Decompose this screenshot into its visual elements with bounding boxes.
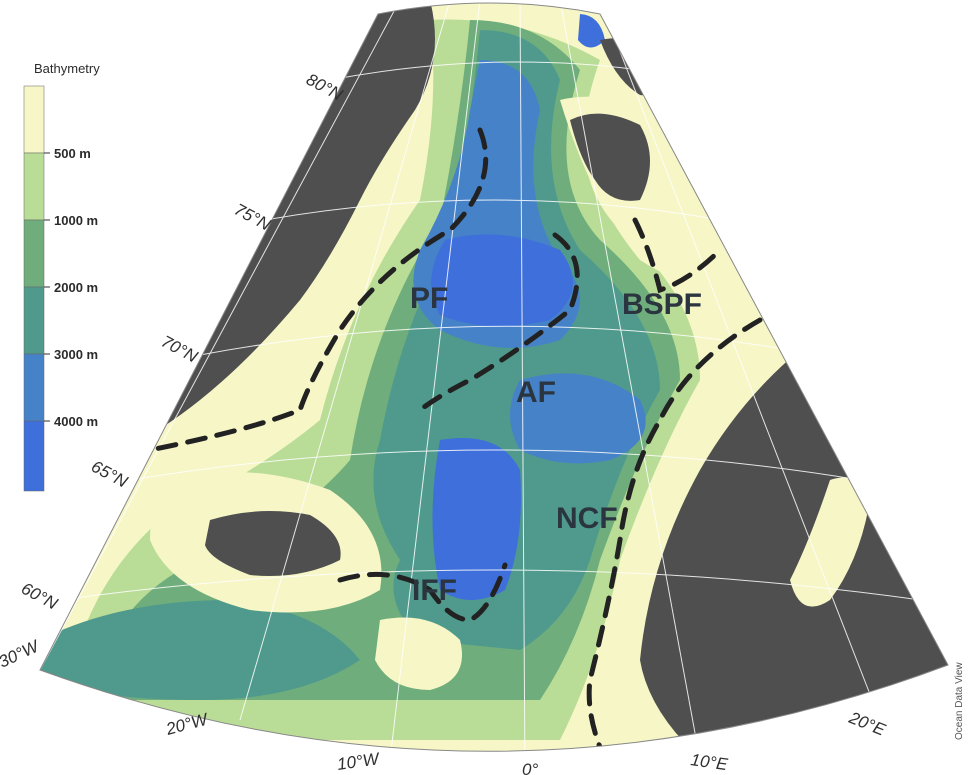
- gulf-of-bothnia: [790, 477, 870, 607]
- legend-title: Bathymetry: [34, 61, 100, 76]
- lon-label-30w: 30°W: [0, 636, 43, 672]
- lon-label-0: 0°: [522, 760, 538, 775]
- lofoten-basin: [510, 373, 646, 464]
- legend-swatch-3000: [23, 353, 45, 422]
- svalbard-land: [570, 113, 650, 201]
- iff-line: [337, 562, 508, 623]
- ocean-data-view-credit: Ocean Data View: [954, 662, 965, 740]
- legend-ticks: [44, 152, 50, 422]
- lat-label-70: 70°N: [158, 332, 201, 367]
- north-strait-deep: [578, 14, 605, 48]
- legend-swatch-4000: [23, 420, 45, 492]
- lat-label-65: 65°N: [88, 457, 131, 492]
- legend-label-1000: 1000 m: [54, 213, 98, 228]
- legend-label-500: 500 m: [54, 146, 91, 161]
- greenland-abyss: [431, 234, 573, 327]
- legend-label-3000: 3000 m: [54, 347, 98, 362]
- front-label-ncf: NCF: [556, 502, 618, 535]
- legend-label-2000: 2000 m: [54, 280, 98, 295]
- legend-swatch-1000: [23, 219, 45, 288]
- legend-swatch-shelf: [23, 85, 45, 154]
- bspf-line: [632, 217, 723, 294]
- iceland-land: [205, 511, 341, 576]
- southwest-deep-band: [40, 600, 360, 700]
- legend-colorbar: [23, 85, 45, 492]
- front-lines: [147, 127, 763, 752]
- lon-label-20w: 20°W: [163, 709, 211, 739]
- front-label-af: AF: [516, 376, 556, 409]
- bathymetry-legend: Bathymetry 500 m 1000 m 2000 m 3000 m 40…: [23, 61, 100, 492]
- front-label-bspf: BSPF: [622, 288, 702, 321]
- map-frame: [39, 2, 949, 752]
- lat-label-60: 60°N: [18, 579, 61, 614]
- graticule: [40, 3, 921, 752]
- legend-swatch-2000: [23, 286, 45, 355]
- legend-label-4000: 4000 m: [54, 414, 98, 429]
- faroe-shelf: [375, 617, 462, 690]
- legend-swatch-500: [23, 152, 45, 221]
- front-label-iff: IFF: [412, 574, 457, 607]
- front-label-pf: PF: [410, 282, 448, 315]
- ncf-line: [586, 317, 763, 752]
- lon-label-10w: 10°W: [336, 749, 382, 774]
- norwegian-basin: [432, 438, 521, 600]
- arctic-front-line: [417, 232, 580, 413]
- polar-front-line: [147, 127, 489, 453]
- lon-label-20e: 20°E: [846, 708, 889, 740]
- lon-label-10e: 10°E: [689, 750, 729, 774]
